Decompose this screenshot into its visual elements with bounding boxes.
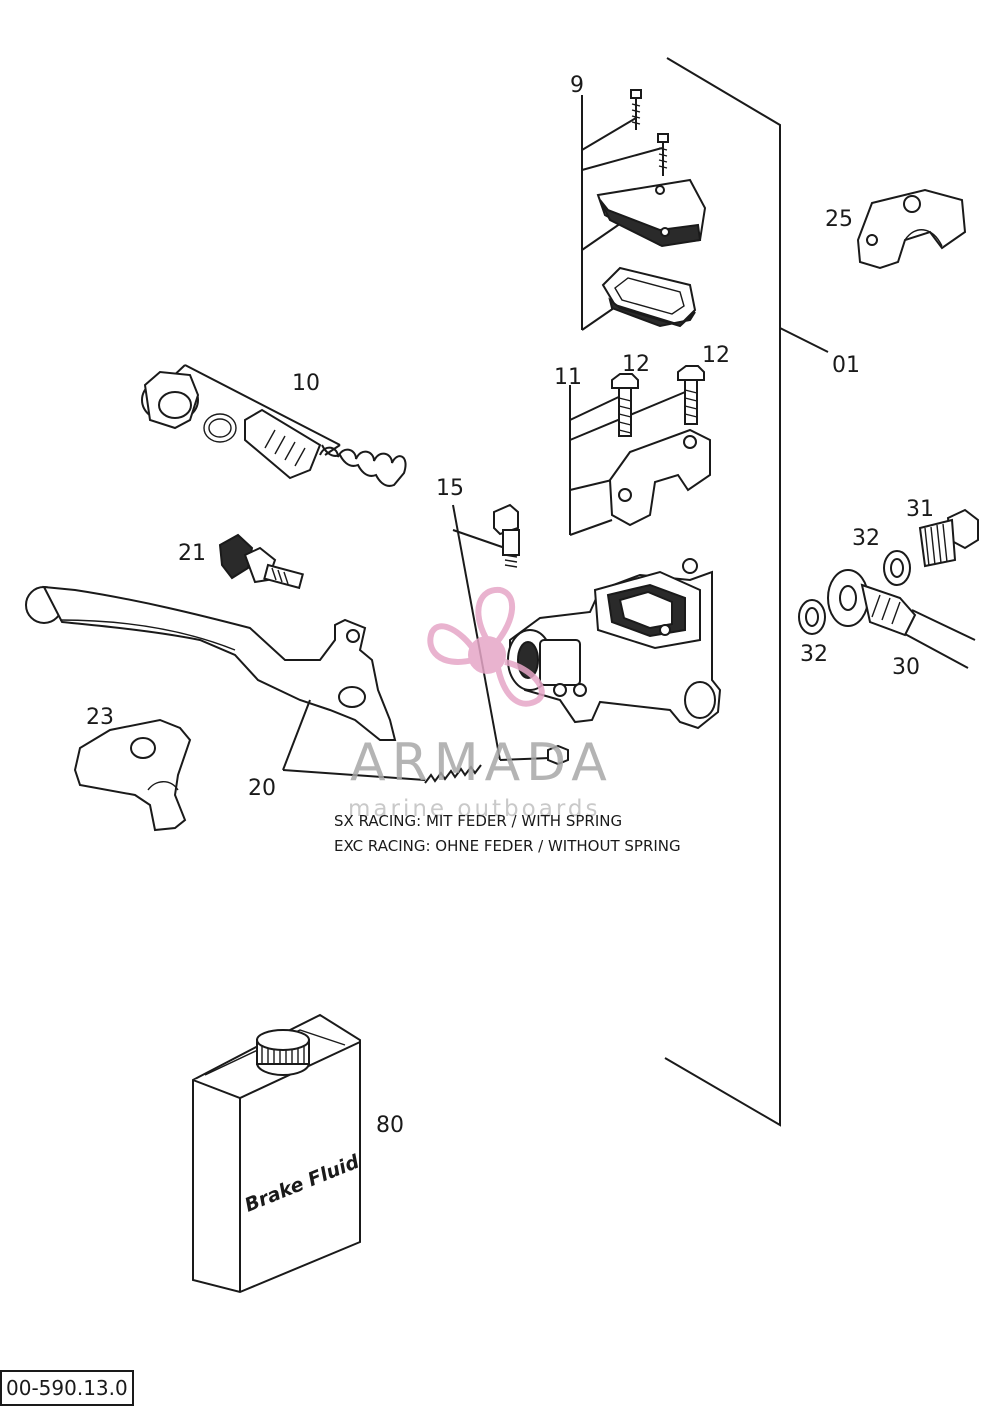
note-sx-racing: SX RACING: MIT FEDER / WITH SPRING <box>334 812 622 830</box>
drawing-code: 00-590.13.0 <box>0 1370 134 1406</box>
label-25: 25 <box>825 207 853 232</box>
reservoir-cover <box>596 178 707 248</box>
label-01: 01 <box>832 353 860 378</box>
label-32-upper: 32 <box>852 526 880 551</box>
washer-32-upper <box>883 550 911 586</box>
label-21: 21 <box>178 541 206 566</box>
label-23: 23 <box>86 705 114 730</box>
assembly-01-bracket <box>664 57 829 1127</box>
label-11: 11 <box>554 365 582 390</box>
propeller-logo <box>427 586 545 707</box>
washer-32-lower <box>798 599 826 635</box>
label-32-lower: 32 <box>800 642 828 667</box>
banjo-bolt-31 <box>918 508 979 568</box>
watermark-subtitle: marine outboards <box>348 796 600 822</box>
reservoir-diaphragm <box>601 266 697 328</box>
label-31: 31 <box>906 497 934 522</box>
master-cylinder-clamp <box>608 428 711 527</box>
handlebar-clamp-25 <box>856 188 967 270</box>
label-20: 20 <box>248 776 276 801</box>
label-15: 15 <box>436 476 464 501</box>
spring-20 <box>282 699 482 784</box>
screw-11-12-group <box>569 365 705 536</box>
master-cylinder-body <box>507 558 722 730</box>
part-number-labels: 9 25 01 10 11 12 12 15 21 31 32 32 30 23… <box>86 73 934 1138</box>
label-9: 9 <box>570 73 584 98</box>
screw-9-pair <box>581 89 669 331</box>
brake-line-fittings <box>798 508 979 669</box>
brake-lever-20 <box>25 585 397 741</box>
note-exc-racing: EXC RACING: OHNE FEDER / WITHOUT SPRING <box>334 837 681 855</box>
label-30: 30 <box>892 655 920 680</box>
lever-guard-23 <box>73 718 192 832</box>
label-12-left: 12 <box>622 352 650 377</box>
watermark-title: ARMADA <box>350 733 613 793</box>
piston-kit-10 <box>141 364 407 487</box>
pivot-bolt-15 <box>452 503 569 766</box>
label-12-right: 12 <box>702 343 730 368</box>
label-80: 80 <box>376 1113 404 1138</box>
brake-fluid-bottle-80: Brake Fluid <box>192 1013 363 1294</box>
label-10: 10 <box>292 371 320 396</box>
adjuster-screw-21 <box>218 533 304 590</box>
armada-watermark: ARMADA marine outboards <box>348 586 613 822</box>
brake-hose-30 <box>827 569 976 669</box>
